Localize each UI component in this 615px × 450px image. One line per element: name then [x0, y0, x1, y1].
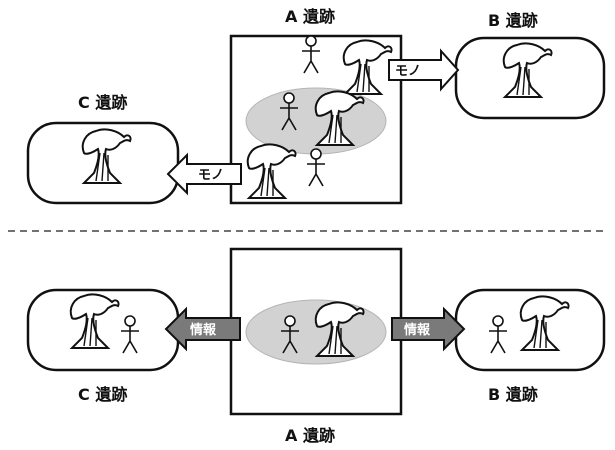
- top-arrow-to-c: モノ: [166, 152, 242, 196]
- top-panel: A 遺跡 B 遺跡 C 遺跡 モノ モノ: [26, 7, 606, 205]
- top-arrow-to-c-label: モノ: [198, 168, 224, 183]
- bottom-arrow-to-b-label: 情報: [404, 322, 431, 338]
- bottom-arrow-to-c: 情報: [164, 306, 241, 352]
- top-site-b-label: B 遺跡: [488, 11, 538, 30]
- bottom-arrow-to-c-label: 情報: [190, 322, 217, 338]
- top-arrow-to-b-label: モノ: [395, 64, 421, 79]
- bottom-arrow-to-b: 情報: [391, 306, 466, 352]
- bottom-site-c-label: C 遺跡: [78, 385, 127, 404]
- top-site-c-label: C 遺跡: [78, 93, 127, 112]
- top-site-a-label: A 遺跡: [285, 7, 335, 26]
- bottom-panel: A 遺跡 C 遺跡 B 遺跡 情報 情報: [26, 247, 606, 445]
- top-site-b-box: [454, 36, 606, 120]
- top-arrow-to-b: モノ: [388, 48, 460, 92]
- bottom-site-a-label: A 遺跡: [285, 426, 335, 445]
- bottom-site-b-label: B 遺跡: [488, 385, 538, 404]
- bottom-gathering-ellipse: [245, 299, 387, 365]
